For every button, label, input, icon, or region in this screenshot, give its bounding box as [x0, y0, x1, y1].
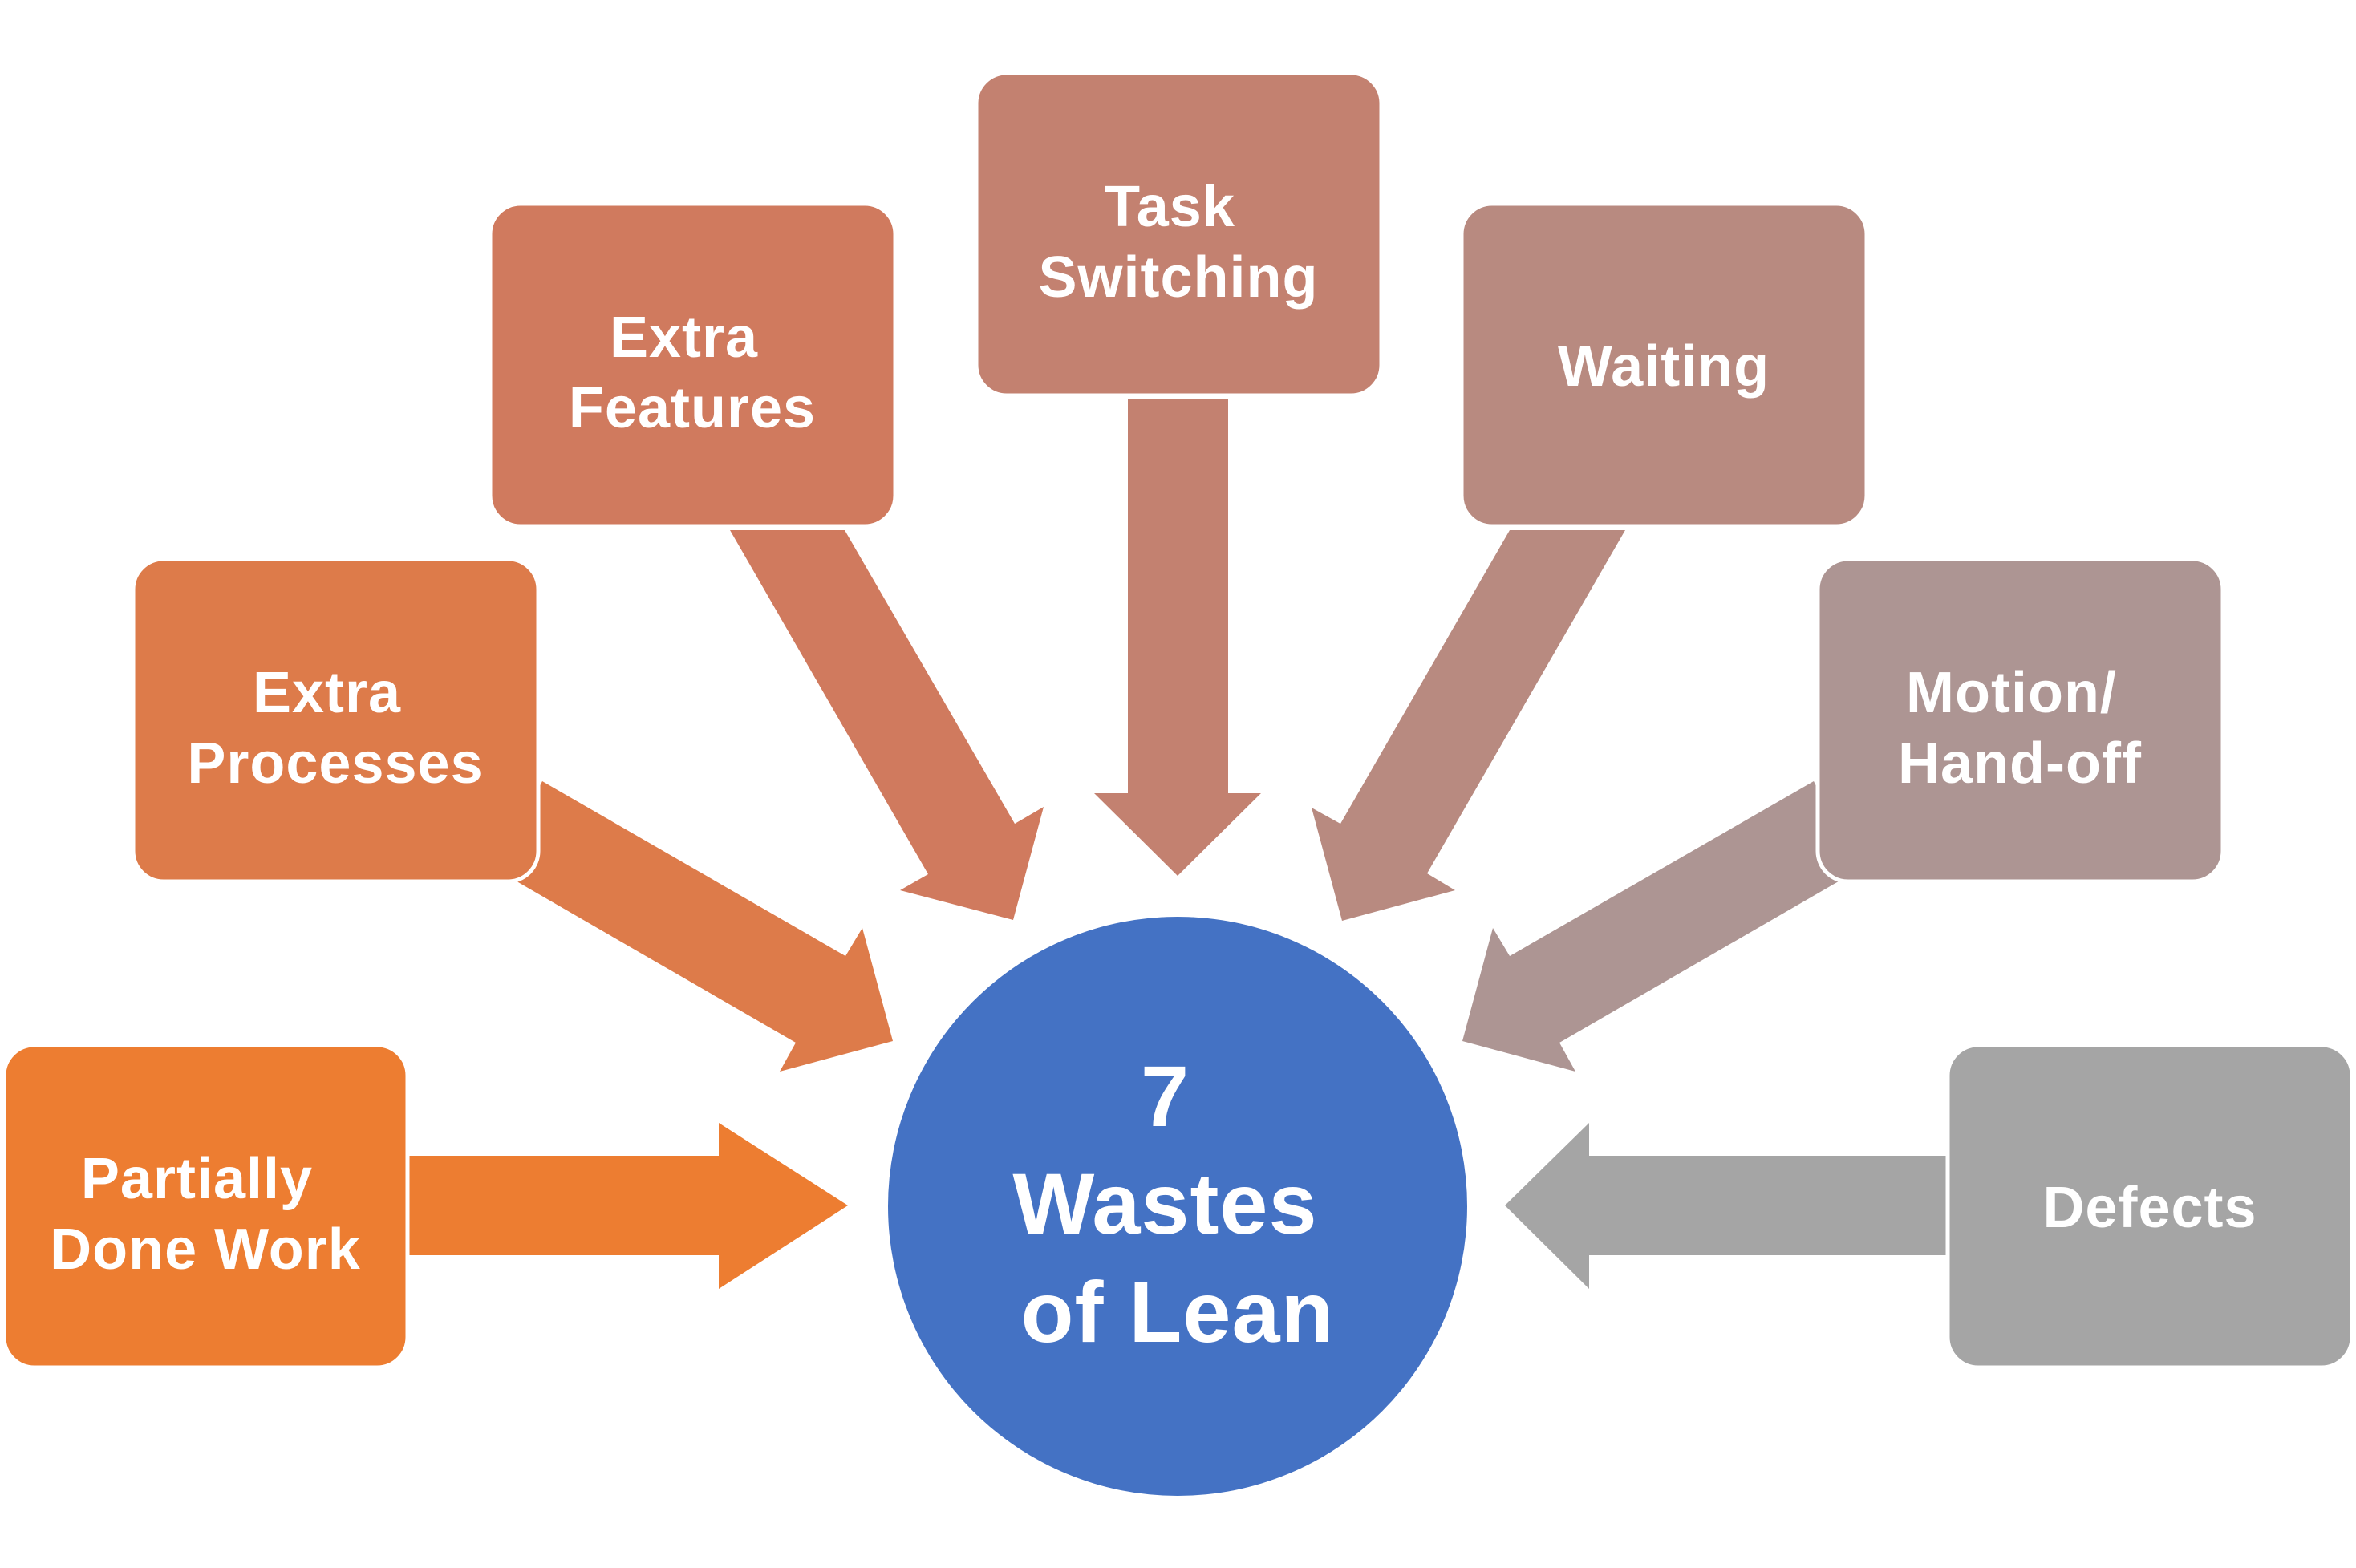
box-label-line: Waiting: [1558, 334, 1770, 399]
arrows: [401, 399, 1957, 1289]
box-label: Motion/ Hand-off: [1898, 661, 2142, 796]
box-extra-processes: Extra Processes: [131, 557, 541, 884]
box-label-line: Features: [569, 376, 816, 440]
box-label-line: Extra: [610, 306, 758, 370]
box-label-line: Motion/: [1906, 661, 2117, 725]
center-circle: [888, 917, 1467, 1496]
box-label-line: Done Work: [50, 1218, 361, 1282]
box-label-line: Partially: [81, 1147, 313, 1211]
arrow-task-switching: [1094, 399, 1261, 876]
arrow-partially-done-work: [401, 1123, 848, 1289]
box-shape: [1815, 557, 2225, 884]
arrow-extra-processes: [497, 781, 893, 1072]
box-shape: [2, 1043, 410, 1370]
box-label: Waiting: [1558, 334, 1770, 399]
center-hub: 7 Wastes of Lean: [888, 917, 1467, 1496]
box-label-line: Defects: [2042, 1176, 2257, 1240]
box-label-line: Task: [1105, 175, 1235, 239]
box-label-line: Switching: [1039, 245, 1319, 310]
box-shape: [1945, 1043, 2354, 1370]
center-label: 7 Wastes of Lean: [1012, 1047, 1342, 1360]
box-label-line: Extra: [253, 661, 401, 725]
box-partially-done-work: Partially Done Work: [2, 1043, 410, 1370]
box-label-line: Processes: [187, 731, 483, 796]
box-label-line: Hand-off: [1898, 731, 2142, 796]
center-label-line: of Lean: [1020, 1263, 1334, 1360]
box-defects: Defects: [1945, 1043, 2354, 1370]
box-shape: [1459, 201, 1869, 529]
box-shape: [488, 201, 898, 529]
arrow-motion-hand-off: [1462, 781, 1858, 1072]
box-label: Defects: [2042, 1176, 2257, 1240]
center-label-line: Wastes: [1012, 1155, 1317, 1252]
arrow-waiting: [1312, 530, 1625, 921]
center-label-line: 7: [1141, 1047, 1190, 1145]
box-shape: [131, 557, 541, 884]
box-shape: [974, 71, 1384, 398]
box-motion-hand-off: Motion/ Hand-off: [1815, 557, 2225, 884]
box-task-switching: Task Switching: [974, 71, 1384, 398]
box-extra-features: Extra Features: [488, 201, 898, 529]
box-waiting: Waiting: [1459, 201, 1869, 529]
box-label: Partially Done Work: [50, 1147, 361, 1282]
box-label: Task Switching: [1039, 175, 1319, 310]
waste-boxes: Partially Done Work Extra Processes Extr…: [2, 71, 2354, 1370]
box-label: Extra Features: [569, 306, 816, 440]
arrow-extra-features: [730, 530, 1044, 920]
box-label: Extra Processes: [187, 661, 483, 796]
arrow-defects: [1505, 1123, 1957, 1289]
